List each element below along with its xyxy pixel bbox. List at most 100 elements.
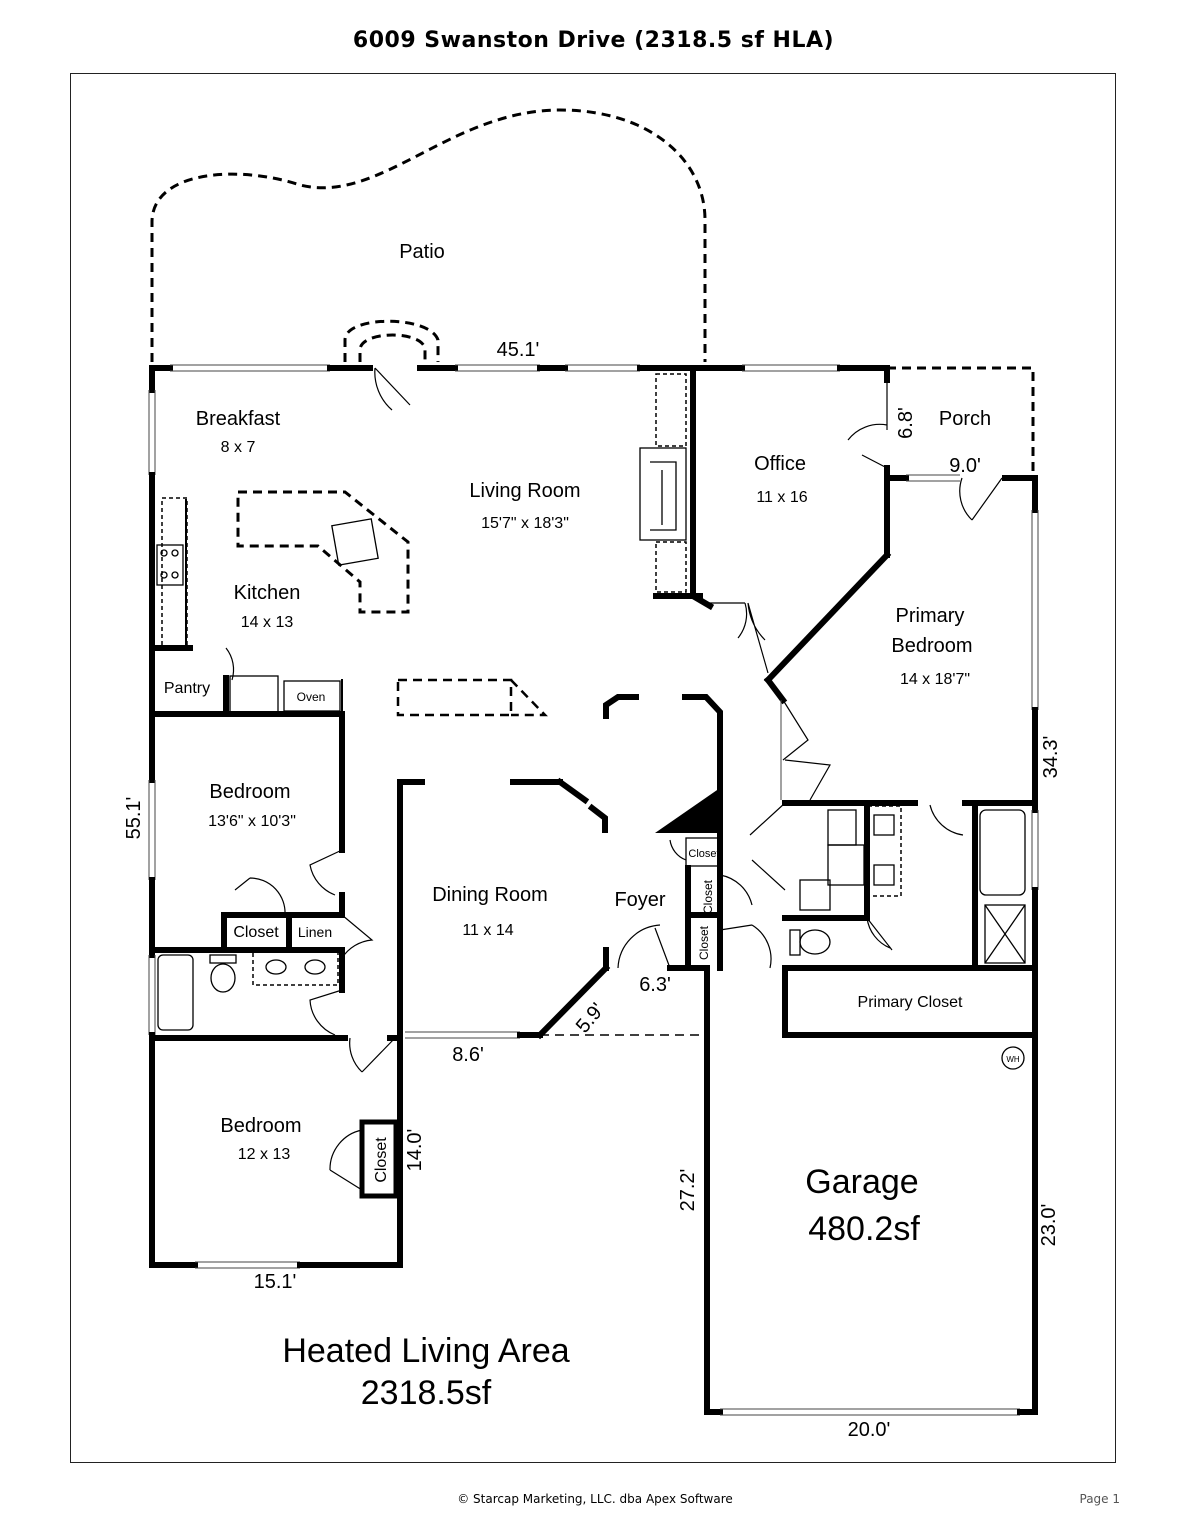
copyright: © Starcap Marketing, LLC. dba Apex Softw… bbox=[457, 1492, 733, 1506]
dim-top: 45.1' bbox=[497, 339, 540, 361]
dim-right-upper: 34.3' bbox=[1040, 736, 1062, 779]
dim-garage-left: 27.2' bbox=[677, 1169, 699, 1212]
porch-door-2 bbox=[959, 477, 1003, 521]
patio-outline bbox=[150, 108, 707, 362]
shower bbox=[984, 904, 1026, 964]
label-linen: Linen bbox=[298, 924, 332, 940]
wc-door bbox=[866, 917, 893, 951]
right-wall bbox=[1031, 475, 1039, 1415]
dim-bedroom2-right: 14.0' bbox=[404, 1129, 426, 1172]
vanity-2 bbox=[827, 844, 865, 886]
hall-toilet bbox=[210, 963, 236, 993]
size-office: 11 x 16 bbox=[756, 489, 807, 506]
sink-3 bbox=[827, 809, 857, 846]
page-number: Page 1 bbox=[1079, 1492, 1121, 1506]
label-breakfast: Breakfast bbox=[196, 408, 281, 430]
size-dining: 11 x 14 bbox=[462, 922, 513, 939]
office-door-2 bbox=[747, 602, 769, 674]
drawing-frame bbox=[70, 73, 1116, 1463]
dim-garage-bottom: 20.0' bbox=[848, 1419, 891, 1441]
label-pantry: Pantry bbox=[164, 680, 210, 697]
linen-door bbox=[341, 914, 374, 959]
bedroom2-door bbox=[349, 1037, 396, 1073]
fireplace bbox=[639, 447, 687, 541]
bathtub bbox=[979, 809, 1026, 896]
label-oven: Oven bbox=[297, 690, 326, 704]
hla-label: Heated Living Area bbox=[282, 1332, 569, 1370]
plan-title: 6009 Swanston Drive (2318.5 sf HLA) bbox=[352, 28, 835, 53]
dim-foyer-width: 6.3' bbox=[639, 974, 671, 996]
label-office: Office bbox=[754, 453, 806, 475]
label-primary-bedroom-2: Bedroom bbox=[891, 635, 972, 657]
hall-bath-door bbox=[309, 989, 343, 1036]
label-bedroom2-closet: Closet bbox=[373, 1137, 390, 1183]
bifold-door bbox=[782, 699, 831, 801]
dim-dining-bottom: 8.6' bbox=[452, 1044, 484, 1066]
water-heater-icon bbox=[1001, 1046, 1025, 1070]
toilet bbox=[799, 929, 831, 955]
dim-left: 55.1' bbox=[123, 797, 145, 840]
label-porch: Porch bbox=[939, 408, 991, 430]
closet-door-3 bbox=[719, 924, 772, 969]
closet-door-2 bbox=[719, 874, 753, 906]
bedroom2-closet-box bbox=[359, 1119, 399, 1199]
label-patio: Patio bbox=[399, 241, 445, 263]
label-bedroom1: Bedroom bbox=[209, 781, 290, 803]
label-closet-s3: Closet bbox=[697, 925, 711, 960]
sink-2 bbox=[873, 864, 895, 886]
label-living: Living Room bbox=[469, 480, 580, 502]
label-primary-bedroom-1: Primary bbox=[896, 605, 965, 627]
bedroom2-closet-door bbox=[329, 1129, 363, 1191]
closet-door bbox=[234, 877, 286, 916]
builtin-lower bbox=[655, 541, 687, 593]
label-bedroom2: Bedroom bbox=[220, 1115, 301, 1137]
label-kitchen: Kitchen bbox=[234, 582, 301, 604]
bay-outline bbox=[343, 319, 440, 362]
bedroom1-door bbox=[309, 849, 343, 896]
foyer-closet-1 bbox=[685, 837, 721, 867]
sink-4 bbox=[799, 879, 831, 911]
hall-vanity bbox=[252, 951, 339, 986]
fireplace-box bbox=[650, 461, 677, 531]
hall-tub bbox=[157, 954, 194, 1031]
label-closet: Closet bbox=[233, 924, 279, 941]
cooktop bbox=[156, 544, 184, 586]
label-primary-closet: Primary Closet bbox=[858, 994, 963, 1011]
area-garage: 480.2sf bbox=[808, 1210, 920, 1248]
column-1 bbox=[603, 694, 639, 719]
front-door bbox=[617, 924, 671, 969]
porch-door bbox=[847, 380, 888, 469]
pantry-door bbox=[225, 647, 235, 681]
hall-counter bbox=[396, 678, 513, 717]
porch-outline bbox=[887, 366, 1035, 478]
dim-garage-right: 23.0' bbox=[1038, 1204, 1060, 1247]
kitchen-island bbox=[236, 490, 410, 614]
label-water-heater: WH bbox=[1006, 1055, 1020, 1064]
hla-value: 2318.5sf bbox=[361, 1374, 492, 1412]
size-bedroom1: 13'6" x 10'3" bbox=[208, 813, 296, 830]
sink-1 bbox=[873, 814, 895, 836]
label-foyer: Foyer bbox=[614, 889, 665, 911]
label-closet-s2: Closet bbox=[701, 879, 715, 914]
island-sink bbox=[331, 518, 379, 566]
label-garage: Garage bbox=[805, 1163, 918, 1201]
bath-door bbox=[929, 804, 964, 836]
column-2 bbox=[682, 694, 723, 871]
size-breakfast: 8 x 7 bbox=[221, 439, 256, 456]
office-door bbox=[708, 602, 748, 639]
dim-bedroom2-bottom: 15.1' bbox=[254, 1271, 297, 1293]
stair-wedge bbox=[655, 788, 720, 833]
dim-porch-vertical: 6.8' bbox=[895, 407, 917, 439]
label-dining: Dining Room bbox=[432, 884, 548, 906]
size-living: 15'7" x 18'3" bbox=[481, 515, 569, 532]
dim-porch-horizontal: 9.0' bbox=[949, 455, 981, 477]
master-doors bbox=[749, 802, 786, 891]
builtin-upper bbox=[655, 373, 687, 447]
size-kitchen: 14 x 13 bbox=[241, 614, 294, 631]
dim-angle: 5.9' bbox=[572, 999, 609, 1037]
top-wall bbox=[149, 364, 890, 372]
size-primary-bedroom: 14 x 18'7" bbox=[900, 671, 970, 688]
size-bedroom2: 12 x 13 bbox=[238, 1146, 291, 1163]
patio-door bbox=[374, 367, 411, 411]
